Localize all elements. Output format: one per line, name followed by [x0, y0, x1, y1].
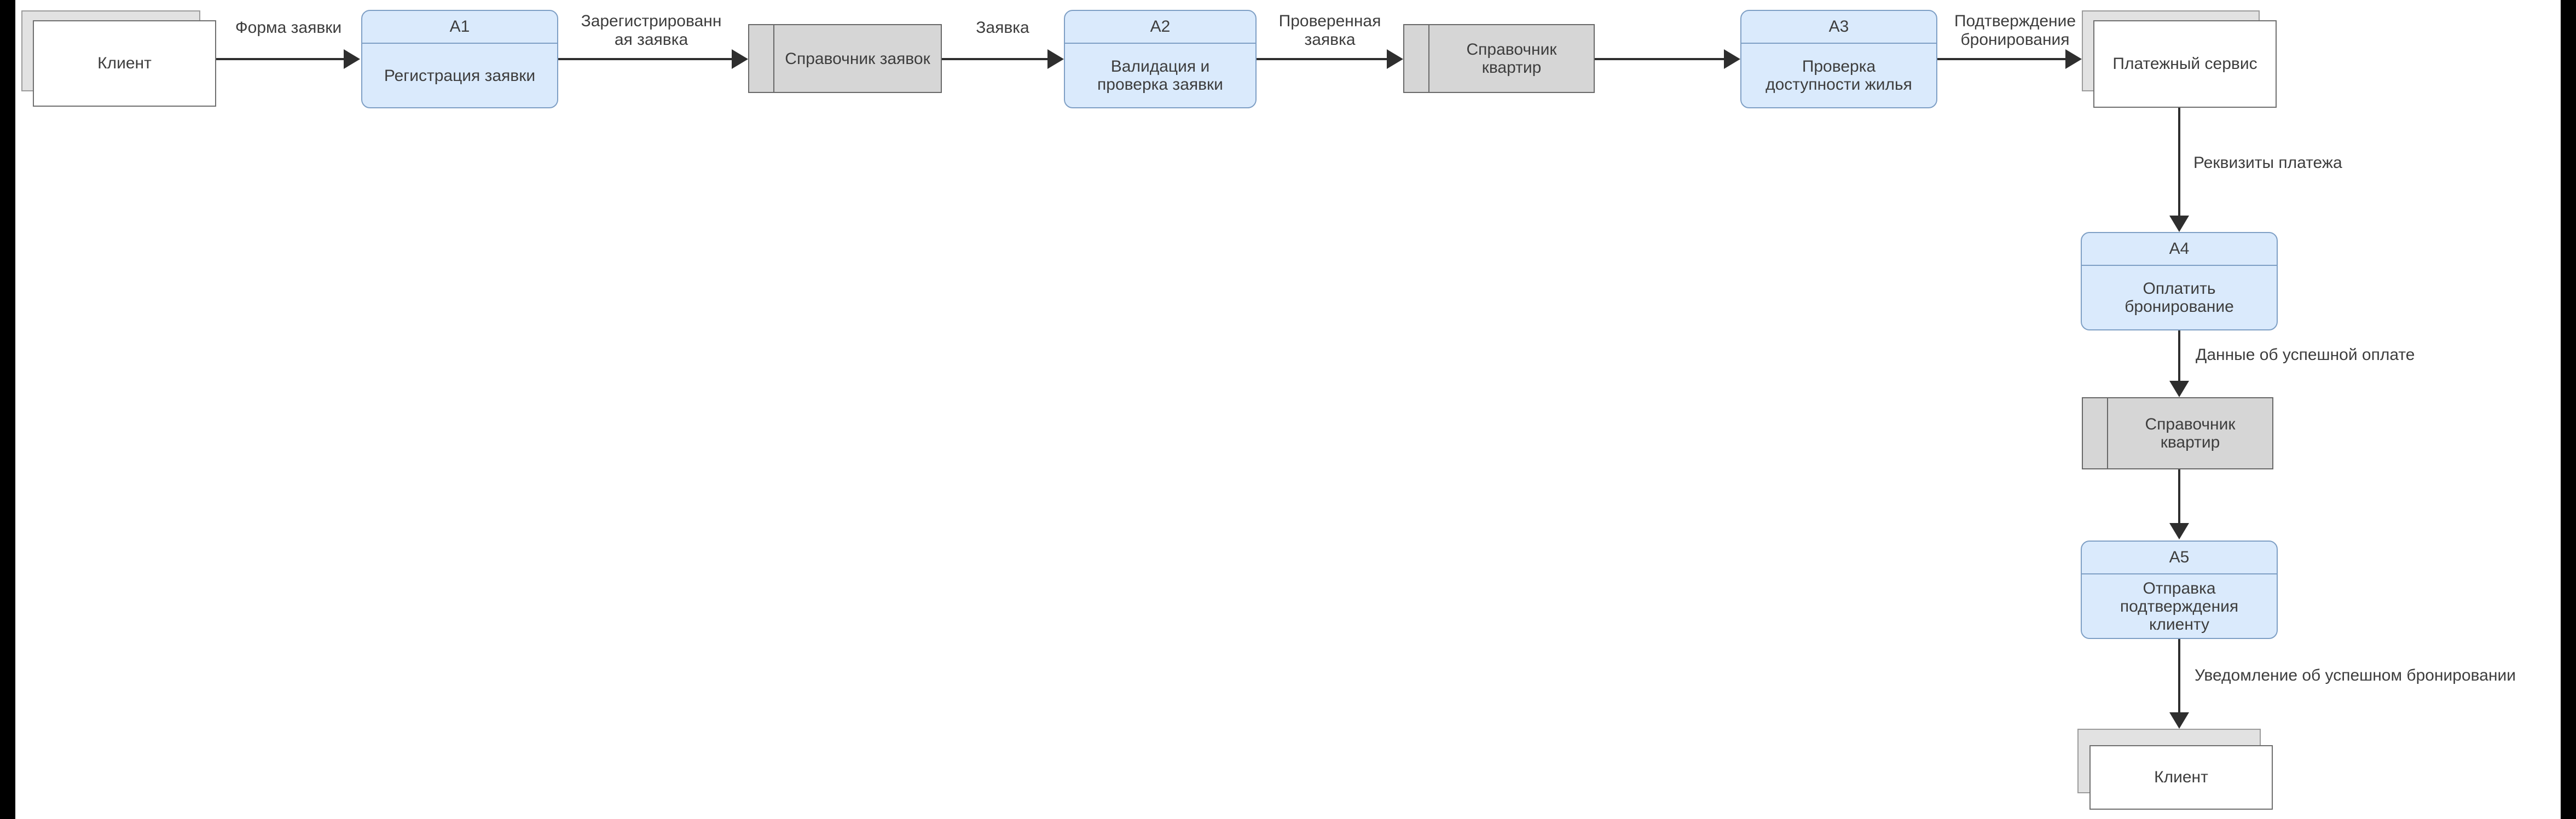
external-entity-client-bottom: Клиент: [2077, 729, 2276, 811]
arrowhead-right-icon: [1724, 49, 1740, 69]
process-a2: A2 Валидация и проверка заявки: [1064, 10, 1257, 108]
arrow-a3-to-payment: [1937, 58, 2065, 60]
entity-box: Клиент: [33, 20, 216, 107]
data-store-apartments-mid: Справочник квартир: [2082, 397, 2273, 469]
process-a3-title: Проверка доступности жилья: [1765, 57, 1912, 94]
arrow-a4-to-store-apartments: [2178, 330, 2180, 382]
flow-label-payment-success: Данные об успешной оплате: [2196, 346, 2415, 364]
process-a1-code: A1: [362, 11, 557, 44]
flow-label-request-form: Форма заявки: [235, 19, 342, 37]
arrow-store-apartments-to-a3: [1595, 58, 1724, 60]
arrow-a5-to-client: [2178, 639, 2180, 713]
process-a5-code: A5: [2082, 542, 2277, 574]
process-a1-title: Регистрация заявки: [384, 66, 536, 85]
arrowhead-down-icon: [2169, 216, 2189, 232]
flow-label-booking-notification: Уведомление об успешном бронировании: [2195, 666, 2516, 684]
flow-label-verified-request: Проверенная заявка: [1278, 12, 1381, 49]
store-stripe: [2107, 398, 2108, 468]
arrow-store-to-a5: [2178, 469, 2180, 524]
arrowhead-down-icon: [2169, 712, 2189, 729]
arrowhead-down-icon: [2169, 523, 2189, 539]
arrowhead-down-icon: [2169, 381, 2189, 397]
data-store-requests: Справочник заявок: [748, 24, 942, 93]
entity-box: Клиент: [2089, 745, 2273, 810]
data-store-apartments-mid-label: Справочник квартир: [2145, 415, 2236, 451]
flow-label-payment-details: Реквизиты платежа: [2193, 154, 2342, 172]
flow-label-request: Заявка: [976, 19, 1029, 37]
process-a4: A4 Оплатить бронирование: [2081, 232, 2278, 330]
process-a3-code: A3: [1741, 11, 1936, 44]
arrow-a1-to-store-requests: [558, 58, 732, 60]
store-stripe: [1428, 25, 1429, 92]
arrowhead-right-icon: [344, 49, 360, 69]
external-entity-payment-service: Платежный сервис: [2082, 10, 2279, 110]
process-a4-code: A4: [2082, 233, 2277, 266]
data-store-requests-label: Справочник заявок: [785, 49, 930, 68]
entity-box: Платежный сервис: [2093, 20, 2277, 108]
arrow-a2-to-store-apartments: [1257, 58, 1387, 60]
store-stripe: [773, 25, 774, 92]
process-a4-title: Оплатить бронирование: [2125, 280, 2234, 316]
data-store-apartments-top: Справочник квартир: [1403, 24, 1595, 93]
flow-label-registered-request: Зарегистрированн ая заявка: [581, 12, 722, 49]
process-a1: A1 Регистрация заявки: [361, 10, 558, 108]
process-a5: A5 Отправка подтверждения клиенту: [2081, 541, 2278, 639]
left-edge-bar: [0, 0, 15, 819]
process-a2-title: Валидация и проверка заявки: [1097, 57, 1223, 94]
arrowhead-right-icon: [2065, 49, 2082, 69]
arrowhead-right-icon: [1387, 49, 1403, 69]
arrowhead-right-icon: [1047, 49, 1064, 69]
arrow-client-to-a1: [216, 58, 344, 60]
process-a2-code: A2: [1065, 11, 1255, 44]
external-entity-client-top: Клиент: [21, 10, 218, 109]
arrow-payment-to-a4: [2178, 108, 2180, 217]
process-a5-title: Отправка подтверждения клиенту: [2120, 579, 2239, 634]
arrowhead-right-icon: [732, 49, 748, 69]
right-edge-bar: [2561, 0, 2576, 819]
data-store-apartments-top-label: Справочник квартир: [1466, 40, 1557, 77]
arrow-store-requests-to-a2: [942, 58, 1047, 60]
process-a3: A3 Проверка доступности жилья: [1740, 10, 1937, 108]
flow-label-booking-confirmation: Подтверждение бронирования: [1954, 12, 2076, 49]
